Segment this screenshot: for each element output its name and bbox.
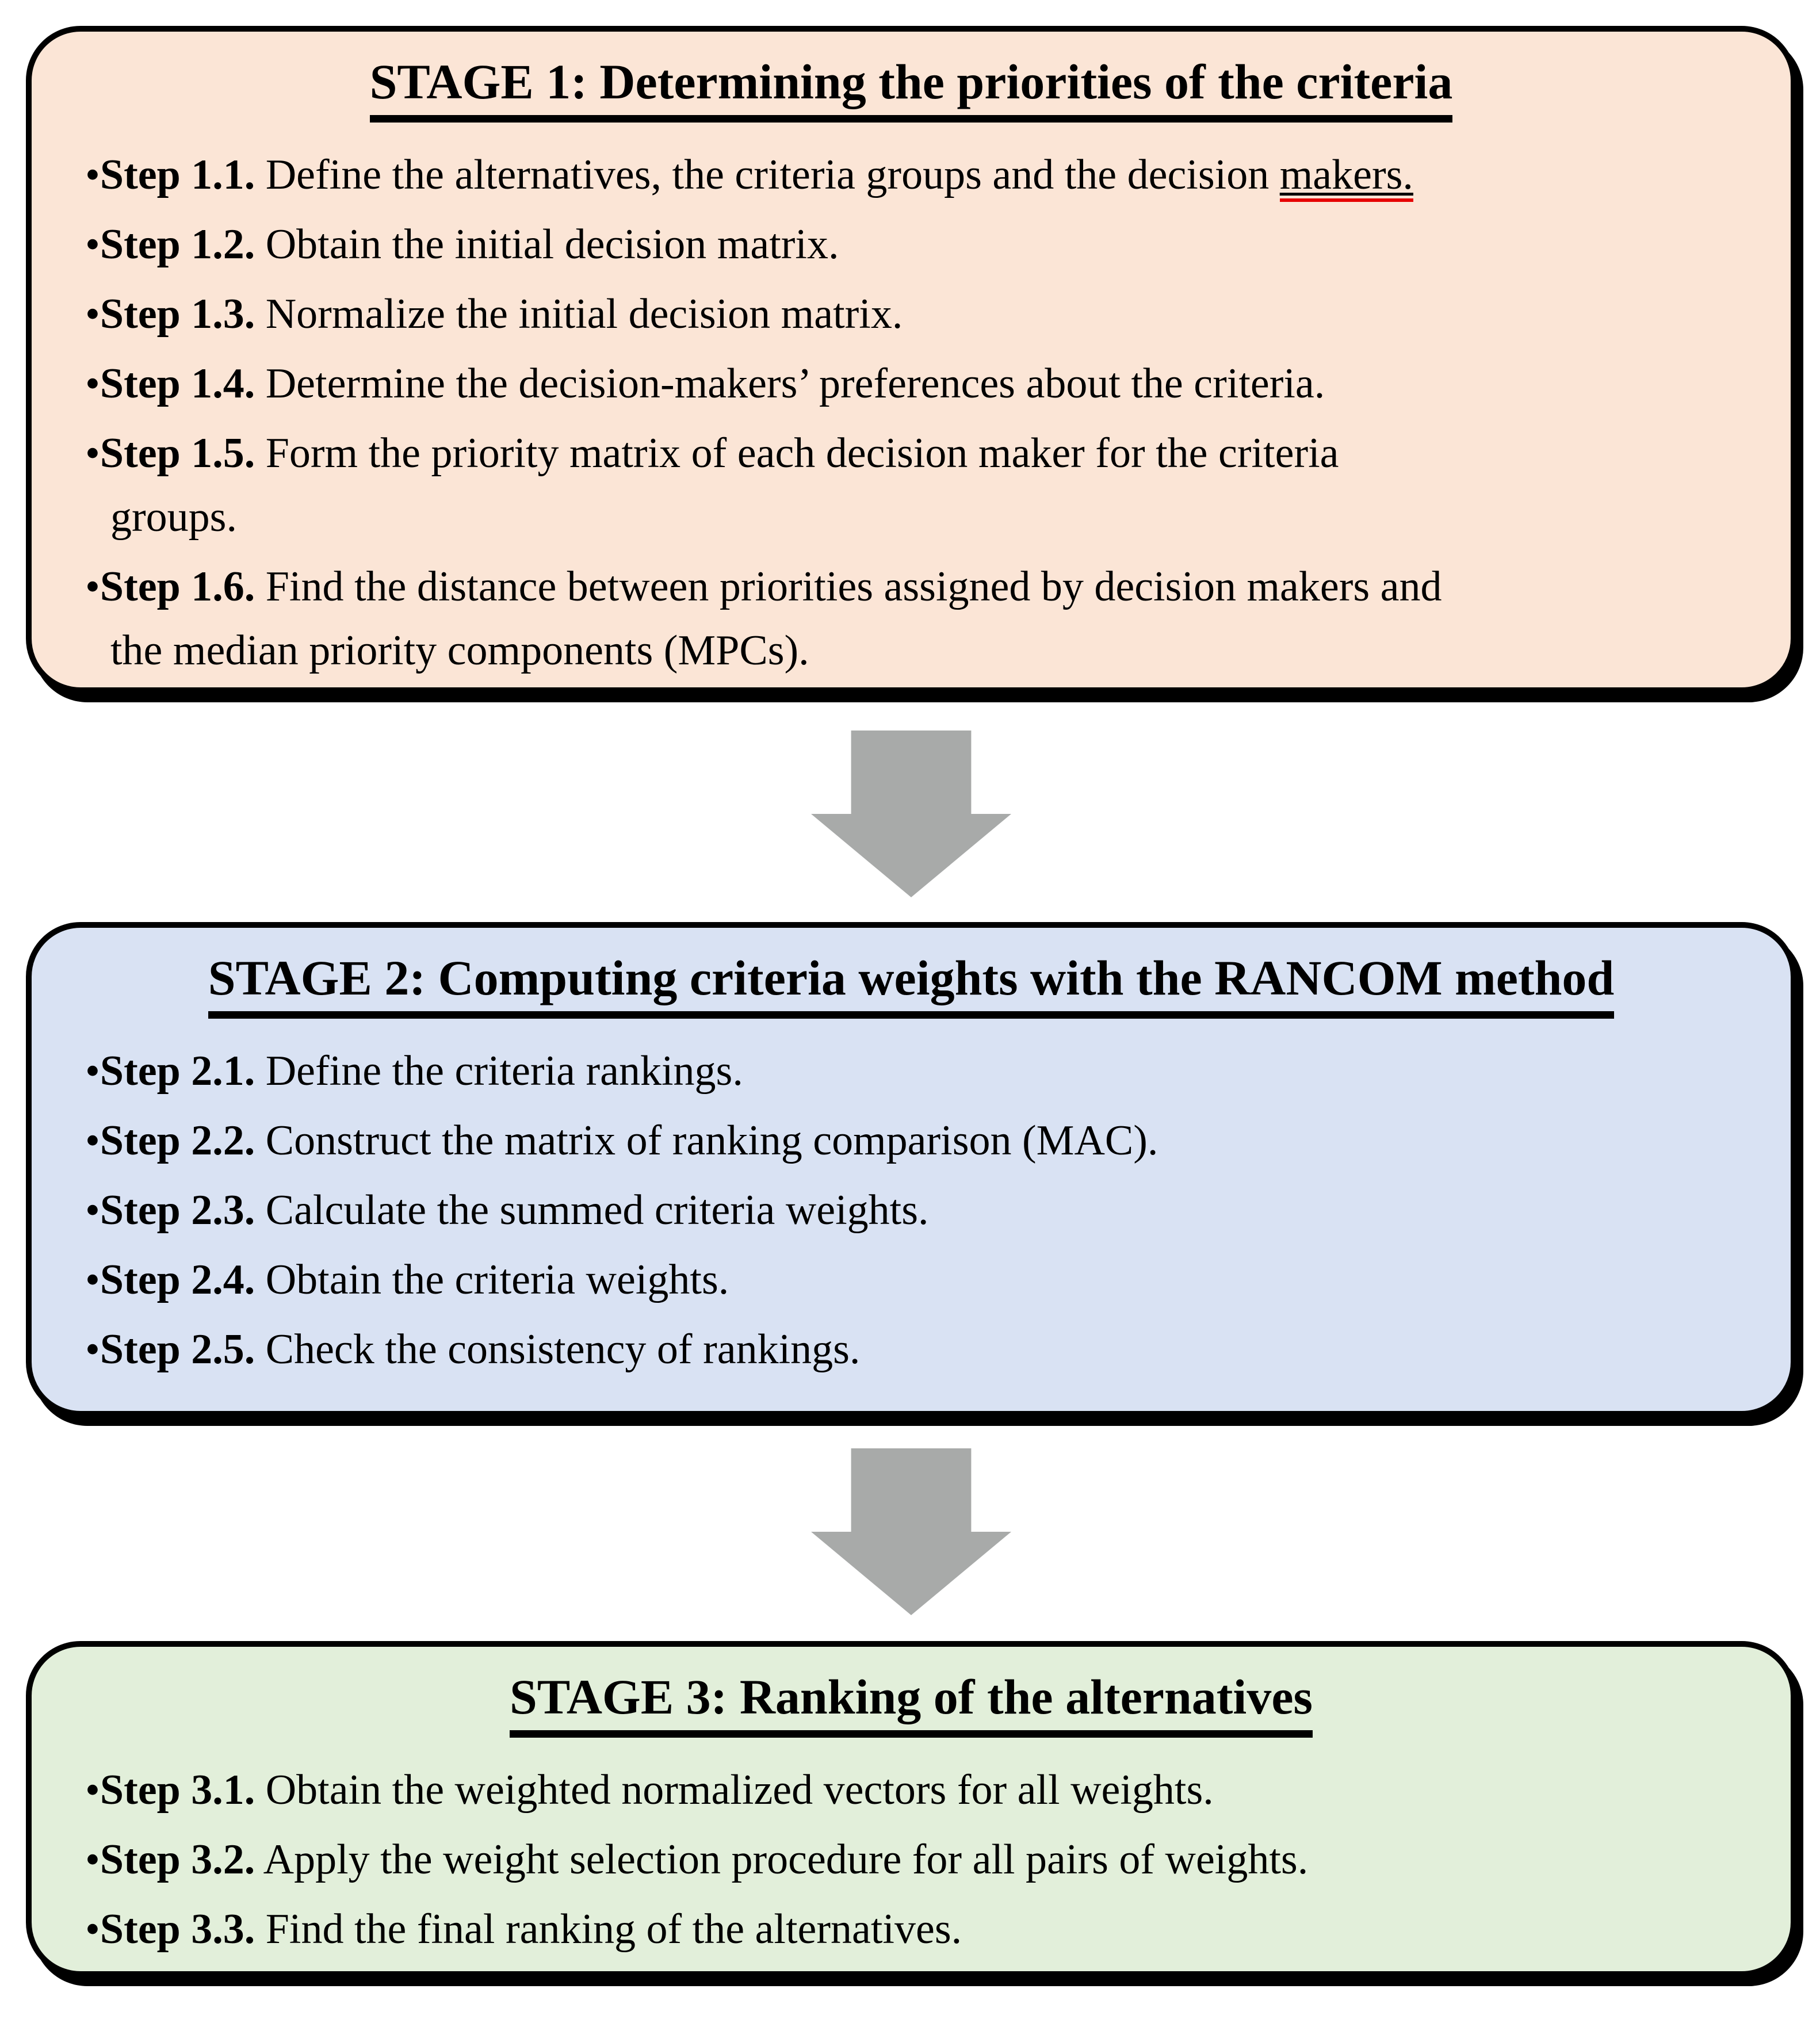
step-text: Obtain the criteria weights. xyxy=(255,1256,729,1303)
step-label: Step 1.2. xyxy=(100,220,255,268)
step-text: Find the final ranking of the alternativ… xyxy=(255,1905,962,1953)
step-text: Define the criteria rankings. xyxy=(255,1047,743,1095)
step-label: Step 1.5. xyxy=(100,429,255,477)
down-arrow-icon xyxy=(811,731,1011,897)
stage-1-steps: •Step 1.1. Define the alternatives, the … xyxy=(32,143,1791,683)
bullet-icon: • xyxy=(85,1256,100,1303)
step-label: Step 1.4. xyxy=(100,359,255,407)
step-2-4: •Step 2.4. Obtain the criteria weights. xyxy=(85,1248,1767,1312)
stage-3-steps: •Step 3.1. Obtain the weighted normalize… xyxy=(32,1758,1791,1961)
step-1-3: •Step 1.3. Normalize the initial decisio… xyxy=(85,282,1767,346)
step-label: Step 3.3. xyxy=(100,1905,255,1953)
step-2-1: •Step 2.1. Define the criteria rankings. xyxy=(85,1039,1767,1103)
bullet-icon: • xyxy=(85,1047,100,1095)
stage-2-box: STAGE 2: Computing criteria weights with… xyxy=(26,922,1796,1417)
step-label: Step 2.3. xyxy=(100,1186,255,1234)
stage-2-title: STAGE 2: Computing criteria weights with… xyxy=(32,928,1791,1019)
stage-3-title-text: STAGE 3: Ranking of the alternatives xyxy=(510,1669,1313,1738)
stage-1-box: STAGE 1: Determining the priorities of t… xyxy=(26,26,1796,693)
step-1-4: •Step 1.4. Determine the decision-makers… xyxy=(85,352,1767,416)
spellcheck-underlined-word: makers. xyxy=(1279,151,1413,202)
step-2-5: •Step 2.5. Check the consistency of rank… xyxy=(85,1318,1767,1382)
step-2-3: •Step 2.3. Calculate the summed criteria… xyxy=(85,1179,1767,1242)
step-label: Step 2.4. xyxy=(100,1256,255,1303)
bullet-icon: • xyxy=(85,1905,100,1953)
step-label: Step 2.2. xyxy=(100,1116,255,1164)
step-text: Define the alternatives, the criteria gr… xyxy=(255,151,1280,198)
bullet-icon: • xyxy=(85,290,100,338)
bullet-icon: • xyxy=(85,429,100,477)
step-label: Step 1.6. xyxy=(100,563,255,610)
step-text: Calculate the summed criteria weights. xyxy=(255,1186,929,1234)
step-label: Step 3.2. xyxy=(100,1835,255,1883)
step-text: Determine the decision-makers’ preferenc… xyxy=(255,359,1325,407)
step-3-2: •Step 3.2. Apply the weight selection pr… xyxy=(85,1828,1767,1892)
step-1-2: •Step 1.2. Obtain the initial decision m… xyxy=(85,213,1767,277)
step-text: Obtain the initial decision matrix. xyxy=(255,220,839,268)
step-text: Find the distance between priorities ass… xyxy=(110,563,1442,674)
step-1-1: •Step 1.1. Define the alternatives, the … xyxy=(85,143,1767,207)
step-3-1: •Step 3.1. Obtain the weighted normalize… xyxy=(85,1758,1767,1822)
step-text: Check the consistency of rankings. xyxy=(255,1325,861,1373)
bullet-icon: • xyxy=(85,1186,100,1234)
bullet-icon: • xyxy=(85,1766,100,1814)
step-text: Obtain the weighted normalized vectors f… xyxy=(255,1766,1214,1814)
step-2-2: •Step 2.2. Construct the matrix of ranki… xyxy=(85,1109,1767,1173)
stage-1-title: STAGE 1: Determining the priorities of t… xyxy=(32,32,1791,123)
bullet-icon: • xyxy=(85,1835,100,1883)
step-1-6: •Step 1.6. Find the distance between pri… xyxy=(85,555,1767,683)
step-text: Construct the matrix of ranking comparis… xyxy=(255,1116,1158,1164)
stage-3-box: STAGE 3: Ranking of the alternatives •St… xyxy=(26,1641,1796,1977)
step-label: Step 2.5. xyxy=(100,1325,255,1373)
stage-3-title: STAGE 3: Ranking of the alternatives xyxy=(32,1647,1791,1738)
bullet-icon: • xyxy=(85,1116,100,1164)
step-label: Step 3.1. xyxy=(100,1766,255,1814)
stage-1-title-text: STAGE 1: Determining the priorities of t… xyxy=(369,54,1453,123)
bullet-icon: • xyxy=(85,359,100,407)
bullet-icon: • xyxy=(85,563,100,610)
step-text: Form the priority matrix of each decisio… xyxy=(110,429,1339,541)
step-label: Step 2.1. xyxy=(100,1047,255,1095)
step-1-5: •Step 1.5. Form the priority matrix of e… xyxy=(85,422,1767,549)
step-label: Step 1.1. xyxy=(100,151,255,198)
stage-2-steps: •Step 2.1. Define the criteria rankings.… xyxy=(32,1039,1791,1382)
bullet-icon: • xyxy=(85,151,100,198)
step-text: Normalize the initial decision matrix. xyxy=(255,290,903,338)
step-3-3: •Step 3.3. Find the final ranking of the… xyxy=(85,1898,1767,1961)
step-text: Apply the weight selection procedure for… xyxy=(255,1835,1309,1883)
bullet-icon: • xyxy=(85,1325,100,1373)
bullet-icon: • xyxy=(85,220,100,268)
step-label: Step 1.3. xyxy=(100,290,255,338)
down-arrow-icon xyxy=(811,1448,1011,1615)
stage-2-title-text: STAGE 2: Computing criteria weights with… xyxy=(208,950,1615,1019)
